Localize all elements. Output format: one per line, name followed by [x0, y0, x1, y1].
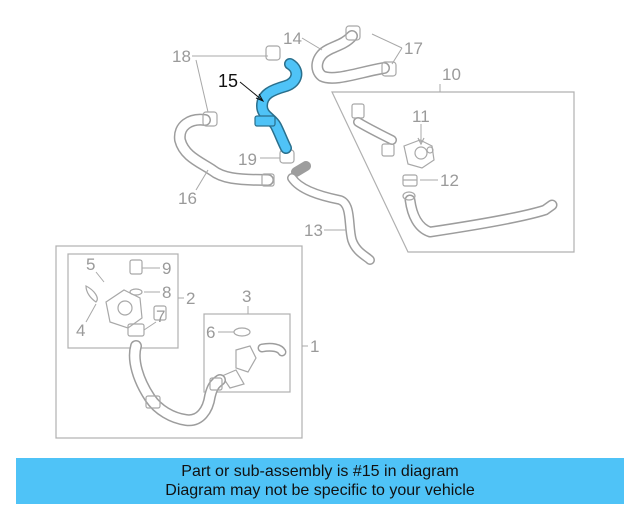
label-9: 9: [162, 259, 171, 278]
label-13: 13: [304, 221, 323, 240]
label-10: 10: [442, 65, 461, 84]
box-3-outline: [203, 313, 291, 393]
label-7: 7: [156, 307, 165, 326]
hose-10: [402, 191, 558, 238]
label-16: 16: [178, 189, 197, 208]
label-2: 2: [186, 289, 195, 308]
label-4: 4: [76, 321, 85, 340]
caption-banner: Part or sub-assembly is #15 in diagram D…: [16, 458, 624, 504]
thermostat-housing-11: [403, 139, 435, 169]
pipe-13: [287, 161, 375, 265]
hose-10-upper: [351, 103, 397, 157]
label-11: 11: [412, 107, 430, 126]
hose-15-highlighted[interactable]: [254, 58, 303, 154]
label-3: 3: [242, 287, 251, 306]
label-12: 12: [440, 171, 459, 190]
caption-line-2: Diagram may not be specific to your vehi…: [165, 482, 475, 499]
box-10-outline: [331, 91, 575, 253]
label-8: 8: [162, 283, 171, 302]
label-1: 1: [310, 337, 319, 356]
hose-16: [173, 113, 275, 187]
label-14: 14: [283, 29, 302, 48]
box-2-outline: [67, 253, 179, 349]
clamp-12: [402, 174, 418, 187]
clamp-18: [202, 45, 281, 127]
label-6: 6: [206, 323, 215, 342]
water-outlet-2: [85, 259, 167, 337]
hose-14: [311, 30, 390, 84]
label-17: 17: [404, 39, 423, 58]
caption-line-1: Part or sub-assembly is #15 in diagram: [181, 463, 459, 480]
label-19: 19: [238, 150, 257, 169]
clamp-17: [345, 25, 397, 77]
part-6-assembly: [221, 327, 287, 389]
box-1-outline: [55, 245, 303, 439]
label-15: 15: [218, 71, 238, 91]
label-5: 5: [86, 255, 95, 274]
label-18: 18: [172, 47, 191, 66]
hose-lower-1: [128, 340, 226, 427]
